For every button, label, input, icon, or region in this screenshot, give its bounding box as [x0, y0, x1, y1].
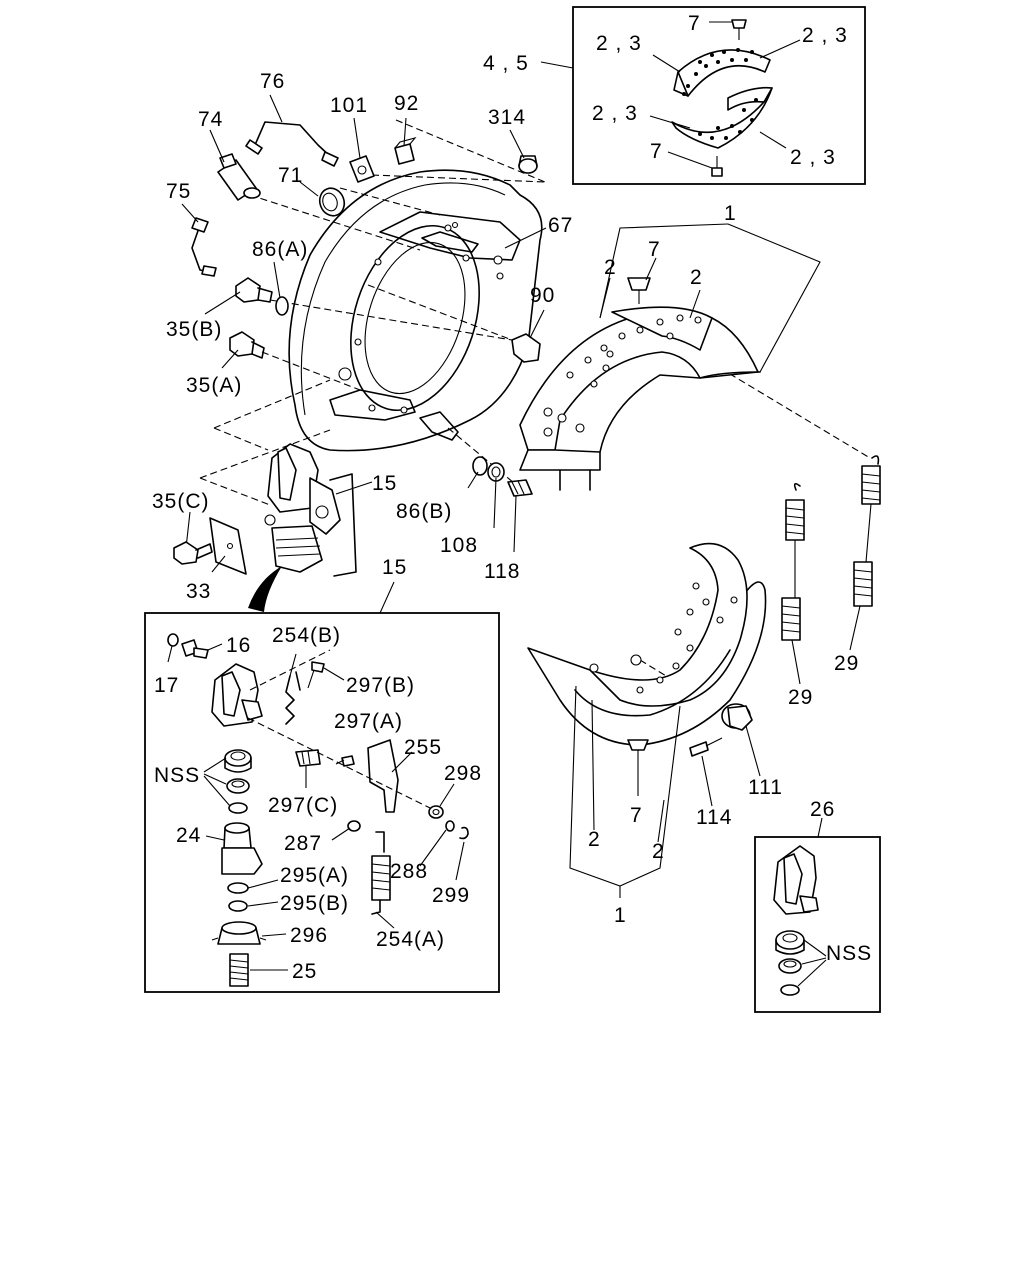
lower-brake-shoe-drawing — [527, 542, 767, 898]
label-2-3-b: 2 , 3 — [802, 24, 848, 47]
label-7-top: 7 — [688, 12, 701, 35]
label-90: 90 — [530, 284, 555, 307]
label-295a: 295(A) — [280, 864, 349, 887]
top-leader-lines — [181, 94, 547, 573]
label-297c: 297(C) — [268, 794, 338, 817]
label-114: 114 — [696, 806, 732, 829]
label-17: 17 — [154, 674, 179, 697]
label-101: 101 — [330, 94, 368, 117]
label-76: 76 — [260, 70, 285, 93]
lining-inset-box — [572, 6, 866, 185]
label-15: 15 — [372, 472, 397, 495]
backing-plate-drawing — [191, 119, 871, 713]
label-287: 287 — [284, 832, 322, 855]
wheel-cylinder-drawing — [173, 443, 357, 612]
label-15-box: 15 — [382, 556, 407, 579]
label-nss-1: NSS — [154, 764, 200, 787]
callout-labels: 4 , 5 7 2 , 3 2 , 3 2 , 3 2 , 3 7 76 74 … — [152, 12, 872, 983]
label-111: 111 — [748, 776, 783, 799]
wheel-cylinder-detail-box — [144, 612, 500, 993]
label-1-top: 1 — [724, 202, 737, 225]
label-2-top-left: 2 — [604, 256, 617, 279]
label-26: 26 — [810, 798, 835, 821]
label-33: 33 — [186, 580, 211, 603]
label-35a: 35(A) — [186, 374, 242, 397]
box-15-leader — [379, 581, 395, 614]
label-75: 75 — [166, 180, 191, 203]
label-295b: 295(B) — [280, 892, 349, 915]
label-16: 16 — [226, 634, 251, 657]
label-7-shoe: 7 — [648, 238, 661, 261]
label-296: 296 — [290, 924, 328, 947]
label-254a: 254(A) — [376, 928, 445, 951]
cylinder-body-kit-drawing — [773, 817, 827, 996]
label-7-inset: 7 — [650, 140, 663, 163]
label-7-lower: 7 — [630, 804, 643, 827]
label-67: 67 — [548, 214, 573, 237]
cylinder-detail-drawing — [167, 633, 469, 987]
label-24: 24 — [176, 824, 201, 847]
return-springs-drawing — [781, 455, 881, 685]
label-2-top-right: 2 — [690, 266, 703, 289]
label-nss-2: NSS — [826, 942, 872, 965]
label-86b: 86(B) — [396, 500, 452, 523]
upper-brake-shoe-drawing — [519, 223, 821, 491]
label-74: 74 — [198, 108, 223, 131]
label-1-low: 1 — [614, 904, 627, 927]
label-118: 118 — [484, 560, 520, 583]
label-29-b: 29 — [788, 686, 813, 709]
label-297b: 297(B) — [346, 674, 415, 697]
label-25: 25 — [292, 960, 317, 983]
label-288: 288 — [390, 860, 428, 883]
label-255: 255 — [404, 736, 442, 759]
label-298: 298 — [444, 762, 482, 785]
cylinder-body-kit-box — [754, 836, 881, 1013]
label-314: 314 — [488, 106, 526, 129]
label-35c: 35(C) — [152, 490, 210, 513]
label-2-3-c: 2 , 3 — [592, 102, 638, 125]
label-108: 108 — [440, 534, 478, 557]
label-2-3-a: 2 , 3 — [596, 32, 642, 55]
label-2-low-right: 2 — [652, 840, 665, 863]
label-299: 299 — [432, 884, 470, 907]
label-86a: 86(A) — [252, 238, 308, 261]
label-254b: 254(B) — [272, 624, 341, 647]
label-2-3-d: 2 , 3 — [790, 146, 836, 169]
label-71: 71 — [278, 164, 303, 187]
lining-inset-drawing — [540, 19, 801, 177]
label-4-5: 4 , 5 — [483, 52, 529, 75]
label-35b: 35(B) — [166, 318, 222, 341]
label-92: 92 — [394, 92, 419, 115]
label-29-a: 29 — [834, 652, 859, 675]
label-297a: 297(A) — [334, 710, 403, 733]
label-2-low-left: 2 — [588, 828, 601, 851]
